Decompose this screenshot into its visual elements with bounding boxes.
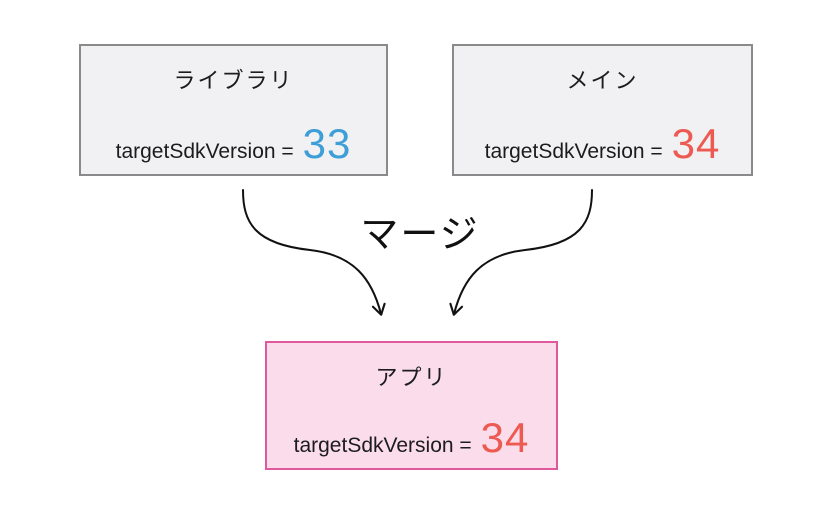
app-sdk-label: targetSdkVersion = xyxy=(293,434,472,457)
app-box: アプリ targetSdkVersion = 34 xyxy=(265,341,558,470)
main-sdk-label: targetSdkVersion = xyxy=(484,140,663,163)
library-box: ライブラリ targetSdkVersion = 33 xyxy=(79,44,388,176)
app-sdk-value: 34 xyxy=(480,414,530,461)
main-box: メイン targetSdkVersion = 34 xyxy=(452,44,753,176)
library-box-title: ライブラリ xyxy=(173,68,294,93)
library-sdk-line: targetSdkVersion = 33 xyxy=(116,123,352,174)
main-sdk-line: targetSdkVersion = 34 xyxy=(485,123,721,174)
library-sdk-label: targetSdkVersion = xyxy=(115,140,294,163)
library-sdk-value: 33 xyxy=(302,120,352,167)
main-box-title: メイン xyxy=(566,68,639,93)
app-sdk-line: targetSdkVersion = 34 xyxy=(294,417,530,468)
app-box-title: アプリ xyxy=(375,365,448,390)
main-sdk-value: 34 xyxy=(671,120,721,167)
merge-label: マージ xyxy=(360,214,480,256)
